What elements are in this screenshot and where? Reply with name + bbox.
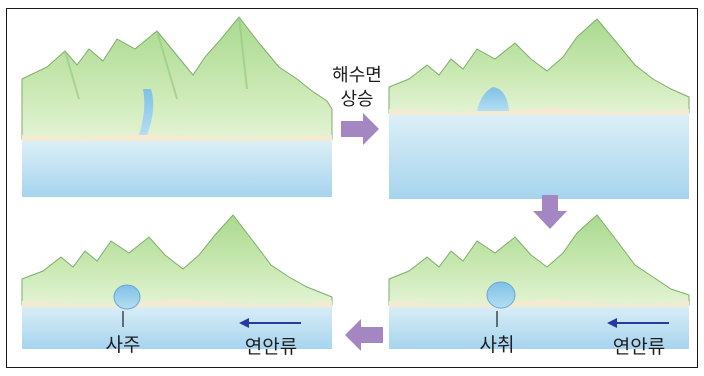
land-mass bbox=[21, 16, 333, 140]
ridge-lines bbox=[64, 16, 248, 100]
step-label-line1: 해수면 bbox=[332, 65, 382, 86]
valley-inlet bbox=[139, 89, 154, 135]
panel-tombolo: 사주 연안류 bbox=[21, 214, 333, 358]
panel-spit: 사취 연안류 bbox=[388, 214, 690, 358]
right-arrow-icon bbox=[341, 113, 379, 145]
left-step-arrow-icon bbox=[345, 319, 383, 351]
left-arrow-icon bbox=[239, 318, 249, 328]
landform-diagram: 해수면 상승 사취 연안류 사주 연안류 bbox=[21, 16, 690, 358]
beach bbox=[389, 107, 689, 115]
panel-drowned-coast bbox=[388, 18, 690, 199]
beach bbox=[22, 133, 332, 141]
current-label-left: 연안류 bbox=[245, 336, 297, 358]
sea bbox=[389, 301, 689, 349]
down-arrow-icon bbox=[533, 195, 567, 229]
left-arrow-icon bbox=[607, 318, 617, 328]
panel-initial-coast bbox=[21, 16, 333, 197]
diagram-frame: 해수면 상승 사취 연안류 사주 연안류 bbox=[6, 8, 698, 368]
spit-label: 사취 bbox=[480, 334, 515, 356]
land-mass bbox=[388, 18, 690, 114]
spit-lagoon bbox=[486, 281, 516, 309]
sea bbox=[22, 301, 332, 349]
drowned-valley bbox=[477, 87, 509, 111]
step-sea-level-rise: 해수면 상승 bbox=[332, 65, 382, 145]
land-mass bbox=[388, 214, 690, 306]
tombolo-lagoon bbox=[113, 284, 141, 310]
beach bbox=[389, 299, 689, 307]
current-label-right: 연안류 bbox=[613, 336, 665, 358]
step-label-line2: 상승 bbox=[340, 89, 373, 110]
land-mass bbox=[21, 214, 333, 306]
beach bbox=[22, 299, 332, 307]
tombolo-label: 사주 bbox=[106, 334, 141, 356]
sea bbox=[22, 137, 332, 197]
sea bbox=[389, 109, 689, 199]
